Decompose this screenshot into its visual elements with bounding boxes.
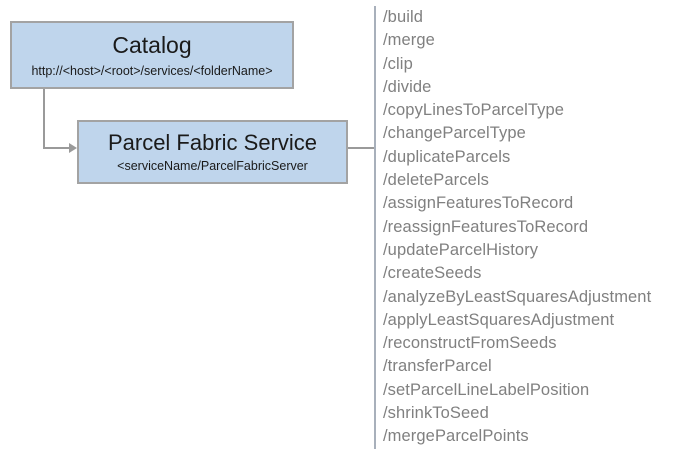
operation-item[interactable]: /divide (383, 77, 432, 96)
arrowhead-icon (69, 143, 77, 153)
node-service-title: Parcel Fabric Service (107, 129, 318, 155)
node-catalog: Catalog http://<host>/<root>/services/<f… (10, 21, 294, 89)
operation-item[interactable]: /assignFeaturesToRecord (383, 194, 574, 213)
connector-catalog-vertical (43, 89, 45, 148)
operation-item[interactable]: /setParcelLineLabelPosition (383, 380, 590, 399)
operations-spine (374, 6, 376, 449)
operation-item[interactable]: /analyzeByLeastSquaresAdjustment (383, 287, 652, 306)
operation-item[interactable]: /reconstructFromSeeds (383, 334, 557, 353)
connector-catalog-horizontal (43, 147, 71, 149)
operation-item[interactable]: /createSeeds (383, 264, 482, 283)
operation-item[interactable]: /reassignFeaturesToRecord (383, 217, 589, 236)
operation-item[interactable]: /transferParcel (383, 357, 492, 376)
operation-item[interactable]: /merge (383, 31, 435, 50)
operation-item[interactable]: /applyLeastSquaresAdjustment (383, 310, 615, 329)
operation-item[interactable]: /shrinkToSeed (383, 404, 489, 423)
operation-item[interactable]: /copyLinesToParcelType (383, 101, 565, 120)
node-parcel-fabric-service: Parcel Fabric Service <serviceName/Parce… (77, 120, 348, 184)
operations-list: /build/merge/clip/divide/copyLinesToParc… (383, 6, 683, 449)
connector-service-to-operations (348, 147, 376, 149)
operation-item[interactable]: /duplicateParcels (383, 147, 511, 166)
operation-item[interactable]: /updateParcelHistory (383, 240, 539, 259)
operation-item[interactable]: /deleteParcels (383, 171, 489, 190)
operation-item[interactable]: /mergeParcelPoints (383, 427, 529, 446)
operation-item[interactable]: /changeParcelType (383, 124, 526, 143)
operation-item[interactable]: /build (383, 8, 424, 26)
node-service-subtitle: <serviceName/ParcelFabricServer (117, 158, 308, 173)
operation-item[interactable]: /clip (383, 54, 413, 73)
node-catalog-title: Catalog (112, 32, 192, 59)
node-catalog-subtitle: http://<host>/<root>/services/<folderNam… (31, 63, 273, 78)
